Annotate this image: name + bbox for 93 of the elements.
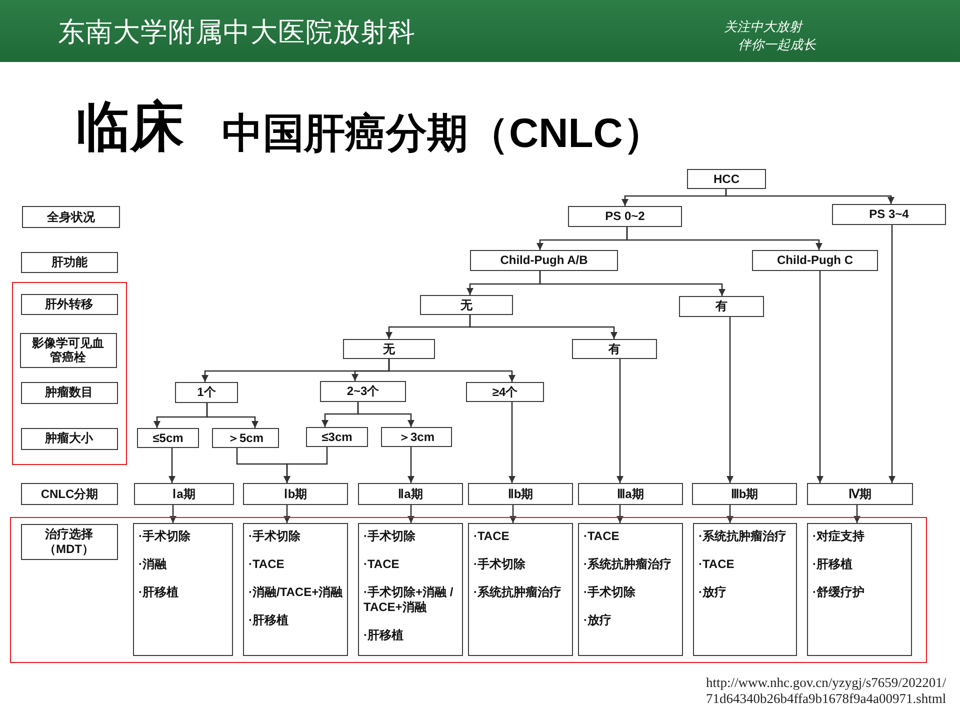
treatment-item: ·肝移植 bbox=[812, 556, 854, 572]
decision-box: ＞5cm bbox=[212, 428, 279, 448]
criterion-box: 肿瘤数目 bbox=[20, 382, 118, 404]
treatment-item: ·系统抗肿瘤治疗 bbox=[698, 528, 788, 544]
arrow bbox=[816, 271, 824, 483]
arrow bbox=[508, 402, 516, 483]
stage-box: Ⅱa期 bbox=[358, 483, 463, 505]
stage-box: Ⅰa期 bbox=[134, 483, 234, 505]
criterion-box: 全身状况 bbox=[22, 206, 120, 228]
arrow bbox=[469, 315, 618, 339]
decision-box: 有 bbox=[679, 296, 764, 317]
treatment-box bbox=[468, 522, 572, 656]
decision-box: ≤5cm bbox=[137, 428, 199, 448]
treatment-item: ·系统抗肿瘤治疗 bbox=[474, 584, 562, 600]
arrow bbox=[388, 359, 516, 382]
arrow bbox=[284, 505, 290, 523]
arrow bbox=[616, 359, 624, 483]
arrow bbox=[168, 448, 176, 483]
treatment-box bbox=[132, 522, 232, 656]
stage-box: Ⅰb期 bbox=[243, 483, 348, 505]
treatment-item: ·TACE bbox=[474, 528, 510, 544]
treatment-item: ·舒缓疗护 bbox=[812, 584, 866, 600]
slogan-text: 伴你一起成长 bbox=[738, 37, 816, 54]
arrow bbox=[726, 505, 734, 523]
arrow bbox=[539, 271, 726, 296]
treatment-item: ·TACE bbox=[248, 556, 286, 572]
treatment-box bbox=[692, 522, 796, 656]
treatment-item: ·TACE bbox=[698, 556, 736, 572]
decision-box: 有 bbox=[572, 339, 657, 359]
decision-box: PS 0~2 bbox=[568, 206, 682, 227]
start-box: HCC bbox=[687, 169, 766, 189]
criterion-box: 肝外转移 bbox=[20, 294, 118, 314]
treatment-item: ·手术切除 bbox=[584, 584, 636, 600]
decision-box: 无 bbox=[343, 339, 435, 359]
title: 中国肝癌分期（CNLC） bbox=[222, 109, 664, 158]
treatment-box bbox=[358, 522, 462, 656]
decision-box: ＞3cm bbox=[381, 427, 452, 447]
decision-box: ≤3cm bbox=[306, 427, 368, 447]
header-banner bbox=[0, 0, 960, 62]
treatment-item: ·放疗 bbox=[698, 584, 728, 600]
treatment-item: ·系统抗肿瘤治疗 bbox=[584, 556, 672, 572]
highlight-frame bbox=[12, 282, 127, 465]
treatment-box bbox=[578, 522, 682, 656]
arrow bbox=[726, 317, 734, 483]
criterion-box: 影像学可见血管癌栓 bbox=[20, 332, 116, 368]
treatment-item: ·手术切除 bbox=[364, 528, 416, 544]
highlight-frame bbox=[10, 517, 927, 663]
arrow bbox=[408, 505, 414, 523]
stage-box: Ⅳ期 bbox=[807, 483, 913, 505]
decision-box: Child-Pugh A/B bbox=[470, 250, 618, 271]
slogan-text: 关注中大放射 bbox=[724, 19, 802, 36]
treatment-item: ·手术切除 bbox=[474, 556, 526, 572]
treatment-item: ·TACE bbox=[584, 528, 620, 544]
treatment-box bbox=[806, 522, 912, 656]
arrow bbox=[616, 505, 624, 523]
arrow bbox=[626, 227, 822, 250]
treatment-item: ·消融/TACE+消融 bbox=[248, 584, 344, 600]
treatment-item: ·消融 bbox=[138, 556, 168, 572]
treatment-box bbox=[242, 522, 348, 656]
source-url: http://www.nhc.gov.cn/yzygj/s7659/202201/71d64340b26b4ffa9b1678f9a4a00971.shtml bbox=[706, 675, 948, 707]
decision-box: 1个 bbox=[175, 382, 238, 403]
stage-box: Ⅱb期 bbox=[468, 483, 573, 505]
decision-box: ≥4个 bbox=[466, 382, 544, 402]
treatment-item: ·肝移植 bbox=[138, 584, 180, 600]
stage-box: Ⅲa期 bbox=[578, 483, 683, 505]
treatment-item: ·手术切除 bbox=[138, 528, 192, 544]
decision-box: PS 3~4 bbox=[832, 204, 946, 225]
arrow bbox=[357, 402, 414, 427]
arrow bbox=[284, 447, 328, 483]
treatment-item: ·手术切除+消融 / TACE+消融 bbox=[364, 584, 454, 614]
treatment-item: ·肝移植 bbox=[248, 612, 290, 628]
arrow bbox=[725, 189, 894, 204]
criterion-box: 治疗选择（MDT） bbox=[20, 524, 118, 560]
treatment-item: ·肝移植 bbox=[364, 628, 404, 642]
arrow bbox=[854, 505, 860, 523]
arrow bbox=[170, 505, 176, 523]
treatment-item: ·手术切除 bbox=[248, 528, 302, 544]
arrow bbox=[888, 225, 896, 483]
criterion-box: 肝功能 bbox=[21, 252, 118, 273]
decision-box: Child-Pugh C bbox=[752, 250, 878, 271]
treatment-item: ·放疗 bbox=[584, 612, 612, 628]
arrow bbox=[510, 505, 516, 523]
arrow bbox=[206, 403, 258, 428]
decision-box: 无 bbox=[420, 295, 513, 315]
treatment-item: ·TACE bbox=[364, 556, 400, 572]
treatment-item: ·对症支持 bbox=[812, 528, 866, 544]
header-text: 东南大学附属中大医院放射科 bbox=[58, 16, 416, 50]
decision-box: 2~3个 bbox=[320, 381, 406, 402]
heading-text: 临床 bbox=[76, 96, 184, 159]
arrow bbox=[408, 447, 414, 483]
criterion-box: CNLC分期 bbox=[21, 483, 118, 505]
criterion-box: 肿瘤大小 bbox=[20, 428, 118, 450]
stage-box: Ⅲb期 bbox=[692, 483, 797, 505]
